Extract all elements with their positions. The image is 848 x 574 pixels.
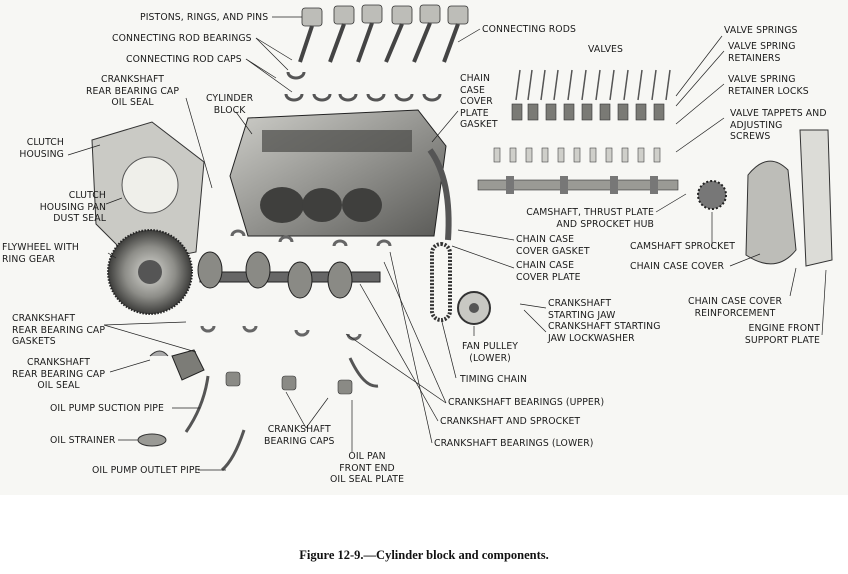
camshaft [477, 176, 679, 194]
label-chain-case-cover: CHAIN CASE COVER [630, 261, 725, 272]
label-valves: VALVES [588, 44, 624, 55]
cylinder-block-shape [229, 109, 447, 237]
label-bearings-upper: CRANKSHAFT BEARINGS (UPPER) [448, 397, 605, 408]
label-bearings-lower: CRANKSHAFT BEARINGS (LOWER) [434, 438, 594, 449]
label-timing-chain: TIMING CHAIN [460, 374, 528, 385]
front-oil-seal-shape [348, 357, 379, 388]
pistons-group [301, 4, 469, 27]
crankshaft-shape [197, 251, 381, 299]
rear-cap-oil-seal-shape [149, 350, 169, 357]
valve-springs-group [511, 103, 665, 121]
label-camshaft-sprocket: CAMSHAFT SPROCKET [630, 241, 736, 252]
rod-caps-group [284, 71, 442, 102]
camshaft-sprocket-shape [697, 180, 727, 210]
oil-strainer-shape [137, 433, 167, 447]
bearing-shells [200, 229, 392, 341]
outlet-pipe-shape [220, 429, 246, 472]
exploded-diagram: PISTONS, RINGS, AND PINS CONNECTING ROD … [0, 0, 848, 495]
rear-bearing-cap-shape [171, 349, 205, 381]
chain-case-cover-plate-shape [427, 148, 452, 241]
label-pistons: PISTONS, RINGS, AND PINS [140, 12, 269, 23]
label-outlet-pipe: OIL PUMP OUTLET PIPE [92, 465, 201, 476]
front-support-plate-shape [799, 129, 833, 267]
engine-illustration [67, 4, 833, 472]
label-conrod-bearings: CONNECTING ROD BEARINGS [112, 33, 252, 44]
label-suction-pipe: OIL PUMP SUCTION PIPE [50, 403, 164, 414]
leader-lines [67, 16, 827, 471]
chain-case-cover-shape [745, 160, 797, 265]
label-conrod-caps: CONNECTING ROD CAPS [126, 54, 242, 65]
label-oil-strainer: OIL STRAINER [50, 435, 116, 446]
suction-pipe-shape [184, 375, 210, 433]
tappets-group [493, 147, 661, 163]
bearing-caps [225, 371, 353, 395]
label-fan-pulley: FAN PULLEY(LOWER) [462, 341, 519, 364]
label-valve-springs: VALVE SPRINGS [724, 25, 798, 36]
timing-chain-shape [430, 242, 452, 322]
connecting-rods-group [298, 22, 460, 63]
figure-caption: Figure 12-9.—Cylinder block and componen… [299, 548, 549, 562]
label-conrods: CONNECTING RODS [482, 24, 576, 35]
valves-group [515, 69, 671, 101]
label-crank-sprocket: CRANKSHAFT AND SPROCKET [440, 416, 581, 427]
